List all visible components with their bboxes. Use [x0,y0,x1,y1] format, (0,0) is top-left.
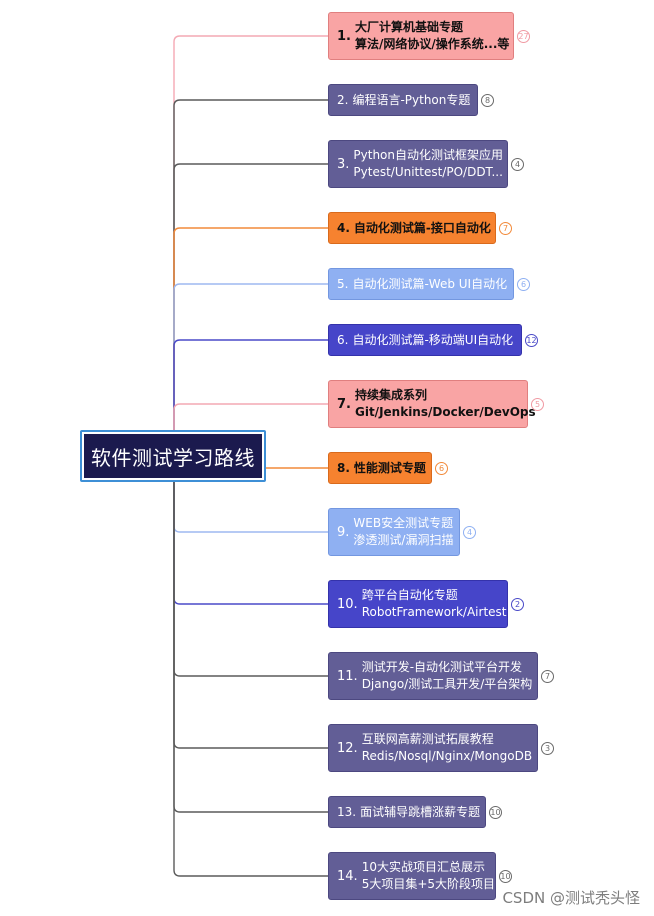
topic-title: 自动化测试篇-移动端UI自动化 [352,332,513,349]
root-node[interactable]: 软件测试学习路线 [80,430,266,482]
topic-subtitle: Pytest/Unittest/PO/DDT... [353,164,503,181]
subtopic-count-badge[interactable]: 10 [489,806,502,819]
topic-number: 5. [337,276,348,293]
subtopic-count-badge[interactable]: 4 [511,158,524,171]
topic-title: 自动化测试篇-接口自动化 [354,220,491,237]
topic-subtitle: RobotFramework/Airtest [362,604,507,621]
subtopic-count-badge[interactable]: 6 [517,278,530,291]
topic-number: 3. [337,156,349,173]
topic-title: 编程语言-Python专题 [352,92,470,109]
subtopic-count-badge[interactable]: 4 [463,526,476,539]
topic-subtitle: Django/测试工具开发/平台架构 [362,676,533,693]
topic-node[interactable]: 3.Python自动化测试框架应用Pytest/Unittest/PO/DDT.… [328,140,508,188]
topic-subtitle: Git/Jenkins/Docker/DevOps [355,404,536,421]
topic-subtitle: 5大项目集+5大阶段项目 [362,876,495,893]
topic-node[interactable]: 9.WEB安全测试专题渗透测试/漏洞扫描 [328,508,460,556]
topic-title: 面试辅导跳槽涨薪专题 [360,804,480,821]
topic-node[interactable]: 13.面试辅导跳槽涨薪专题 [328,796,486,828]
connector-line [174,456,328,748]
subtopic-count-badge[interactable]: 5 [531,398,544,411]
subtopic-count-badge[interactable]: 12 [525,334,538,347]
topic-title: Python自动化测试框架应用 [353,147,503,164]
topic-node[interactable]: 5.自动化测试篇-Web UI自动化 [328,268,514,300]
topic-number: 13. [337,804,356,821]
subtopic-count-badge[interactable]: 7 [541,670,554,683]
connector-line [174,100,328,456]
topic-subtitle: 渗透测试/漏洞扫描 [353,532,453,549]
topic-node[interactable]: 10.跨平台自动化专题RobotFramework/Airtest [328,580,508,628]
topic-title: 持续集成系列 [355,387,536,404]
topic-node[interactable]: 4.自动化测试篇-接口自动化 [328,212,496,244]
topic-number: 11. [337,668,358,685]
topic-node[interactable]: 2.编程语言-Python专题 [328,84,478,116]
topic-node[interactable]: 7.持续集成系列Git/Jenkins/Docker/DevOps [328,380,528,428]
subtopic-count-badge[interactable]: 10 [499,870,512,883]
connector-line [174,164,328,456]
topic-node[interactable]: 14.10大实战项目汇总展示5大项目集+5大阶段项目 [328,852,496,900]
root-label: 软件测试学习路线 [91,442,255,471]
topic-title: 互联网高薪测试拓展教程 [362,731,532,748]
subtopic-count-badge[interactable]: 27 [517,30,530,43]
topic-node[interactable]: 8.性能测试专题 [328,452,432,484]
topic-title: 自动化测试篇-Web UI自动化 [352,276,507,293]
topic-title: 性能测试专题 [354,460,426,477]
topic-number: 8. [337,460,350,477]
topic-number: 6. [337,332,348,349]
topic-subtitle: 算法/网络协议/操作系统...等 [355,36,509,53]
topic-number: 12. [337,740,358,757]
topic-node[interactable]: 12.互联网高薪测试拓展教程Redis/Nosql/Nginx/MongoDB [328,724,538,772]
subtopic-count-badge[interactable]: 3 [541,742,554,755]
connector-line [174,228,328,456]
topic-node[interactable]: 6.自动化测试篇-移动端UI自动化 [328,324,522,356]
connector-line [174,456,328,676]
topic-number: 2. [337,92,348,109]
topic-subtitle: Redis/Nosql/Nginx/MongoDB [362,748,532,765]
topic-title: 10大实战项目汇总展示 [362,859,495,876]
topic-number: 7. [337,396,351,413]
topic-title: WEB安全测试专题 [353,515,453,532]
subtopic-count-badge[interactable]: 8 [481,94,494,107]
connector-line [174,456,328,812]
connector-line [174,456,328,876]
watermark: CSDN @测试秃头怪 [502,887,640,908]
connector-line [174,36,328,456]
topic-node[interactable]: 11.测试开发-自动化测试平台开发Django/测试工具开发/平台架构 [328,652,538,700]
subtopic-count-badge[interactable]: 7 [499,222,512,235]
topic-title: 测试开发-自动化测试平台开发 [362,659,533,676]
topic-number: 10. [337,596,358,613]
subtopic-count-badge[interactable]: 6 [435,462,448,475]
topic-title: 大厂计算机基础专题 [355,19,509,36]
topic-title: 跨平台自动化专题 [362,587,507,604]
topic-number: 4. [337,220,350,237]
topic-number: 14. [337,868,358,885]
topic-node[interactable]: 1.大厂计算机基础专题算法/网络协议/操作系统...等 [328,12,514,60]
topic-number: 9. [337,524,349,541]
subtopic-count-badge[interactable]: 2 [511,598,524,611]
topic-number: 1. [337,28,351,45]
